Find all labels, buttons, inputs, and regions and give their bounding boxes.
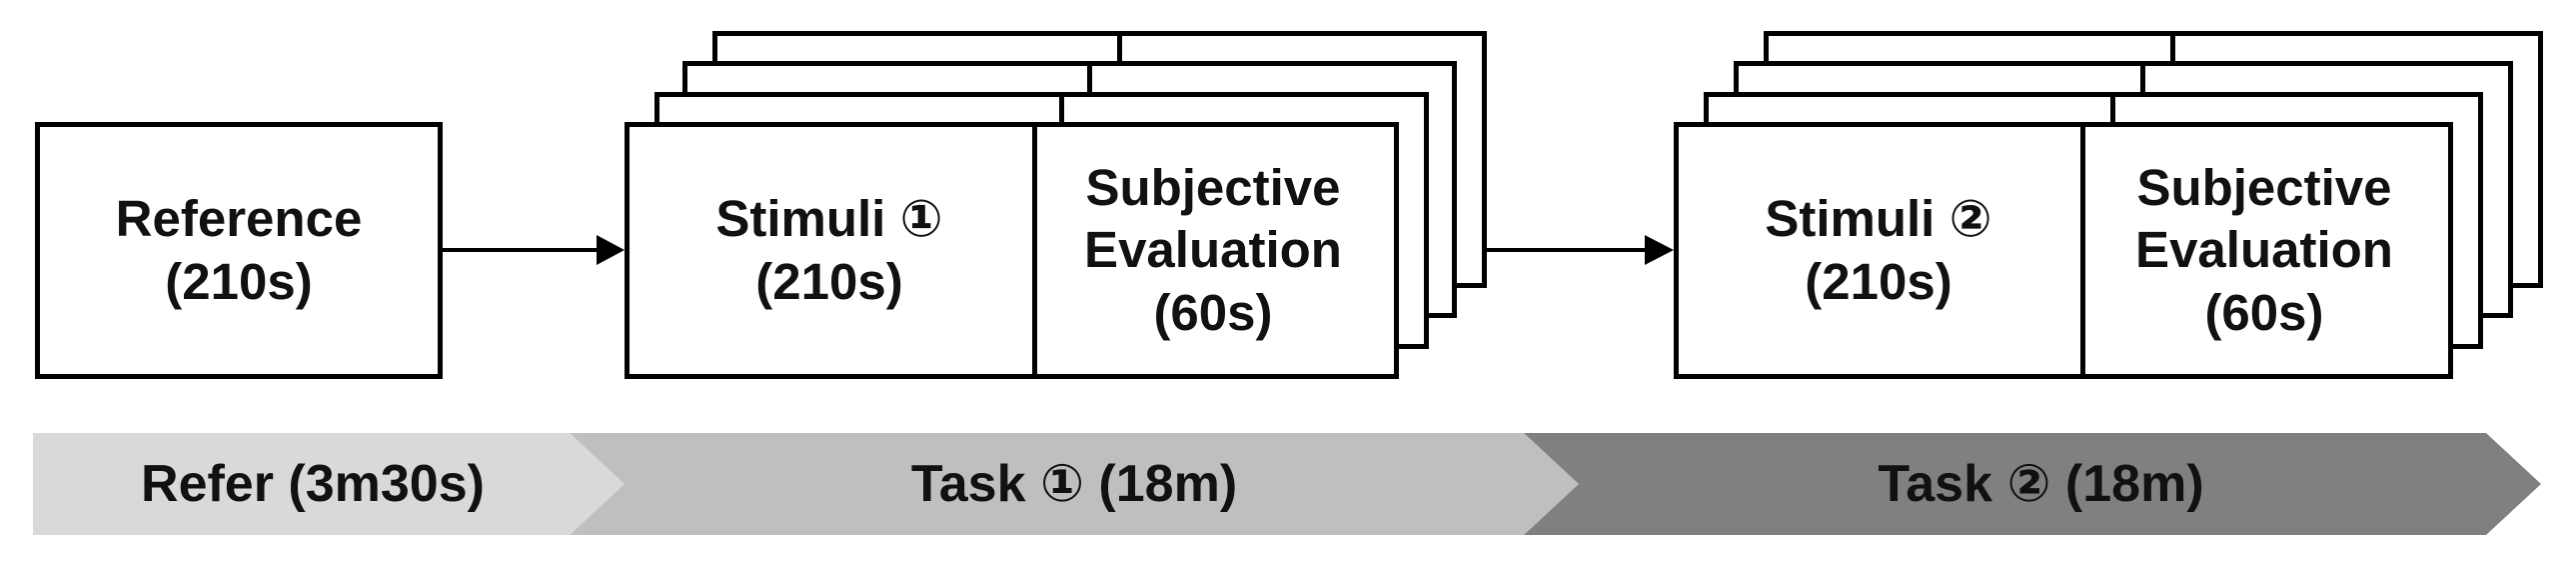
task2-evaluation-duration: (60s) <box>2204 283 2324 341</box>
timeline-label-task1: Task ① (18m) <box>910 455 1238 513</box>
timeline-label-refer: Refer (3m30s) <box>141 455 485 513</box>
task1-stimuli-duration: (210s) <box>755 252 903 310</box>
timeline-label-task2: Task ② (18m) <box>1878 455 2204 513</box>
task1-front-card <box>625 122 1399 379</box>
reference-duration: (210s) <box>165 252 313 310</box>
task1-stimuli-label: Stimuli ① (210s) <box>630 122 1029 379</box>
task2-stimuli-title: Stimuli ② <box>1765 190 1992 248</box>
task1-evaluation-line2: Evaluation <box>1084 221 1342 279</box>
task2-evaluation-line1: Subjective <box>2136 159 2392 217</box>
task2-evaluation-label: Subjective Evaluation (60s) <box>2080 122 2448 379</box>
reference-title: Reference <box>115 190 363 248</box>
task1-evaluation-line1: Subjective <box>1085 159 1341 217</box>
task1-evaluation-duration: (60s) <box>1153 283 1273 341</box>
task1-stimuli-title: Stimuli ① <box>715 190 943 248</box>
arrow-reference-to-task1 <box>443 235 625 265</box>
timeline-segment-refer <box>33 433 625 535</box>
reference-box <box>35 122 443 379</box>
task2-divider <box>2080 127 2085 374</box>
task2-front-card <box>1674 122 2453 379</box>
task1-evaluation-label: Subjective Evaluation (60s) <box>1032 122 1394 379</box>
task2-evaluation-line2: Evaluation <box>2135 221 2393 279</box>
timeline-segment-task2 <box>1524 433 2541 535</box>
timeline-segment-task1 <box>570 433 1579 535</box>
task1-divider <box>1032 127 1037 374</box>
task2-stimuli-duration: (210s) <box>1805 252 1952 310</box>
reference-label: Reference (210s) <box>35 122 443 379</box>
arrow-task1-to-task2 <box>1484 235 1674 265</box>
task2-stimuli-label: Stimuli ② (210s) <box>1679 122 2078 379</box>
